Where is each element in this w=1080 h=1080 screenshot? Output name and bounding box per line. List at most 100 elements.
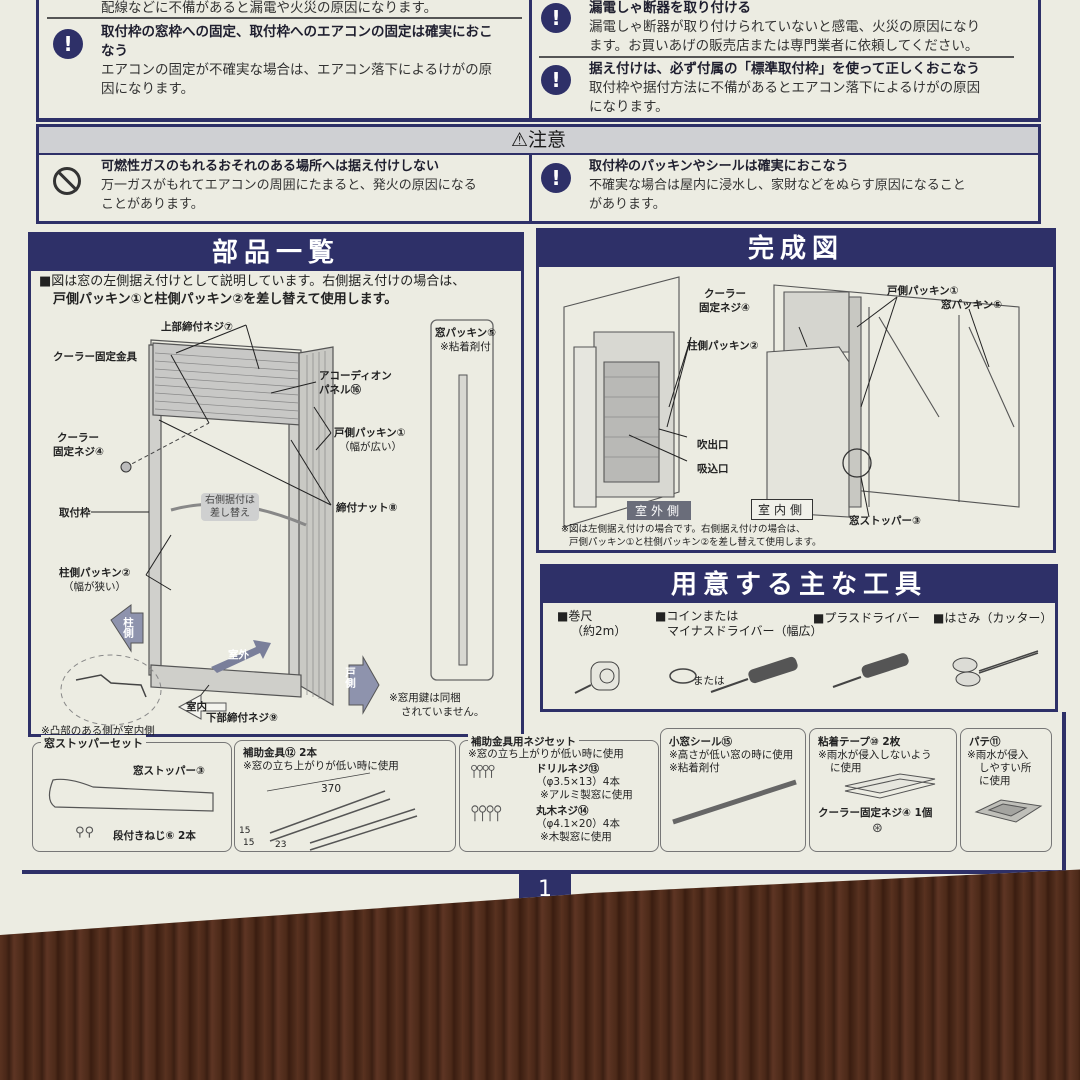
accordion-panel-slats xyxy=(155,351,325,701)
accessory-note: ※粘着剤付 xyxy=(669,762,720,774)
convex-detail-circle xyxy=(61,655,161,725)
accessory-putty: パテ⑪ ※雨水が侵入 しやすい所 に使用 xyxy=(960,728,1052,852)
caution-body: 万一ガスがもれてエアコンの周囲にたまると、発火の原因になる xyxy=(101,178,477,193)
tape-drawing xyxy=(844,773,936,799)
outdoor-view-drawing xyxy=(563,276,680,528)
window-packing-box xyxy=(431,320,493,680)
outdoor-arrow xyxy=(211,640,271,673)
accessory-note: に使用 xyxy=(979,775,1011,787)
indoor-arrow xyxy=(177,694,227,720)
flathead-screwdriver-icon xyxy=(711,656,798,692)
door-side-arrow xyxy=(348,655,380,715)
accessory-adhesive-tape: 粘着テープ⑩ 2枚 ※雨水が侵入しないよう に使用 クーラー固定ネジ④ 1個 ⊛ xyxy=(809,728,957,852)
manual-page: 配線などに不備があると漏電や火災の原因になります。 ! 取付枠の窓枠への固定、取… xyxy=(0,0,1080,935)
key-note-cont: されていません。 xyxy=(401,706,485,718)
completion-note-line: 戸側パッキン①と柱側パッキン②を差し替えて使用します。 xyxy=(569,537,822,548)
grille-lines xyxy=(604,377,659,457)
parts-note-line: ■図は窓の左側据え付けとして説明しています。右側据え付けの場合は、 xyxy=(39,274,466,289)
mounting-frame-drawing xyxy=(149,339,334,707)
label-pillar-packing: 柱側パッキン② xyxy=(687,340,759,352)
parts-list-section: 部品一覧 ■図は窓の左側据え付けとして説明しています。右側据え付けの場合は、 戸… xyxy=(28,232,524,737)
tools-section: 用意する主な工具 ■巻尺 （約2m） ■コインまたは マイナスドライバー（幅広）… xyxy=(540,564,1058,712)
warning-body: 取付枠や据付方法に不備があるとエアコン落下によるけがの原因 xyxy=(589,80,981,96)
label-pillar-packing-note: （幅が狭い） xyxy=(63,581,126,593)
caution-body-cont: ことがあります。 xyxy=(101,197,204,212)
or-text: または xyxy=(693,675,725,687)
label-cooler-screw: クーラー xyxy=(704,288,746,300)
label-window-stopper: 窓ストッパー③ xyxy=(849,515,921,527)
window-stopper-drawing xyxy=(43,775,223,820)
wood-screw-icon: ⫯⫯⫯⫯ xyxy=(470,801,502,826)
accessory-title: 粘着テープ⑩ 2枚 xyxy=(818,736,901,748)
window-stopper-detail xyxy=(843,449,871,477)
warning-body-cont: 因になります。 xyxy=(101,81,195,97)
accessory-sub: 窓ストッパー③ xyxy=(133,765,205,777)
warning-body-cont: になります。 xyxy=(589,99,669,115)
convex-detail-drawing xyxy=(76,675,146,697)
indoor-view-drawing xyxy=(766,284,1020,518)
tool-label-sub: マイナスドライバー（幅広） xyxy=(667,624,823,638)
swap-note: 右側据付は 差し替え xyxy=(201,493,259,521)
column-divider xyxy=(529,0,532,121)
warning-partial-line: 配線などに不備があると漏電や火災の原因になります。 xyxy=(101,0,438,16)
accessory-note: ※窓の立ち上がりが低い時に使用 xyxy=(243,760,399,772)
parts-list-note: ■図は窓の左側据え付けとして説明しています。右側据え付けの場合は、 戸側パッキン… xyxy=(39,273,465,309)
accessory-title: 小窓シール⑮ xyxy=(669,736,732,748)
label-indoor: 室内 xyxy=(186,701,207,713)
accessory-note: に使用 xyxy=(830,762,862,774)
completion-note: ※図は左側据え付けの場合です。右側据え付けの場合は、 戸側パッキン①と柱側パッキ… xyxy=(561,523,822,549)
label-nut: 締付ナット⑧ xyxy=(336,502,398,514)
label-door-packing: 戸側パッキン① xyxy=(887,285,959,297)
wood-screw-size: （φ4.1×20）4本 xyxy=(536,818,620,830)
warning-title: 漏電しゃ断器を取り付ける xyxy=(589,0,751,16)
accessory-sub: 段付きねじ⑥ 2本 xyxy=(113,830,196,842)
accessory-note: ※雨水が侵入 xyxy=(967,749,1029,761)
completion-leader-lines xyxy=(629,297,989,517)
label-window-packing: 窓パッキン⑤ xyxy=(435,327,497,339)
accessory-aux-bracket: 補助金具⑫ 2本 ※窓の立ち上がりが低い時に使用 370 15 15 23 xyxy=(234,740,456,852)
accessory-title: 補助金具用ネジセット xyxy=(468,734,579,749)
accessory-title: パテ⑪ xyxy=(969,736,1001,748)
caution-item-packing: 取付枠のパッキンやシールは確実におこなう 不確実な場合は屋内に浸水し、家財などを… xyxy=(589,157,1029,214)
accessory-title: 補助金具⑫ 2本 xyxy=(243,747,317,759)
caution-body: 不確実な場合は屋内に浸水し、家財などをぬらす原因になること xyxy=(589,178,966,193)
leader-lines xyxy=(91,325,331,695)
accessory-note: ※高さが低い窓の時に使用 xyxy=(669,749,794,761)
warning-title: 据え付けは、必ず付属の「標準取付枠」を使って正しくおこなう xyxy=(589,61,980,77)
window-packing-drawing xyxy=(459,375,467,665)
label-door-packing: 戸側パッキン① xyxy=(334,427,406,439)
caution-header-label: 注意 xyxy=(528,129,567,151)
tool-label-sub: （約2m） xyxy=(571,624,627,638)
label-cooler-screw: クーラー xyxy=(57,432,99,444)
label-outdoor: 室外 xyxy=(228,649,249,661)
prohibited-icon xyxy=(53,167,81,195)
warning-section: 配線などに不備があると漏電や火災の原因になります。 ! 取付枠の窓枠への固定、取… xyxy=(36,0,1041,122)
tool-drawings xyxy=(543,567,1055,709)
tools-heading: 用意する主な工具 xyxy=(543,567,1055,603)
caution-item-gas: 可燃性ガスのもれるおそれのある場所へは据え付けしない 万一ガスがもれてエアコンの… xyxy=(101,157,531,214)
accessory-note: ※窓の立ち上がりが低い時に使用 xyxy=(468,748,624,760)
warning-item-breaker: 漏電しゃ断器を取り付ける 漏電しゃ断器が取り付けられていないと感電、火災の原因に… xyxy=(589,0,1029,56)
dimension-depth: 23 xyxy=(275,840,287,850)
tool-coin-or-screwdriver: ■コインまたは マイナスドライバー（幅広） xyxy=(655,609,823,639)
label-cooler-bracket: クーラー固定金具 xyxy=(53,351,137,363)
label-pillar-side: 柱側 xyxy=(122,617,134,638)
warning-title: 取付枠の窓枠への固定、取付枠へのエアコンの固定は確実におこ xyxy=(101,24,493,40)
pillar-side-arrow xyxy=(110,604,144,653)
caution-section: ⚠注意 可燃性ガスのもれるおそれのある場所へは据え付けしない 万一ガスがもれてエ… xyxy=(36,124,1041,224)
swap-note-line: 右側据付は xyxy=(205,495,255,506)
label-accordion-panel: アコーディオン xyxy=(319,370,392,382)
tape-measure-icon xyxy=(575,662,619,693)
label-pillar-packing: 柱側パッキン② xyxy=(59,567,131,579)
exclamation-icon: ! xyxy=(541,3,571,33)
completion-diagram xyxy=(563,276,1020,528)
warning-body: エアコンの固定が不確実な場合は、エアコン落下によるけがの原 xyxy=(101,62,493,78)
outdoor-side-badge: 室外側 xyxy=(627,501,692,520)
column-divider xyxy=(529,153,532,223)
wood-screw-note: ※木製窓に使用 xyxy=(540,831,612,843)
label-window-packing: 窓パッキン⑤ xyxy=(941,299,1003,311)
warning-triangle-icon: ⚠ xyxy=(510,129,529,151)
label-cooler-screw-num: 固定ネジ④ xyxy=(699,302,750,314)
coin-icon xyxy=(670,669,696,683)
tool-tape-measure: ■巻尺 （約2m） xyxy=(557,609,626,639)
